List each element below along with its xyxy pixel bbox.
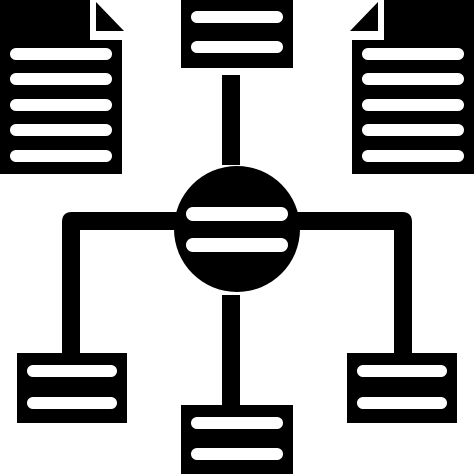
document-right bbox=[350, 0, 474, 174]
document-line bbox=[362, 99, 464, 111]
document-fold-corner bbox=[350, 2, 378, 31]
connector-top bbox=[222, 75, 240, 165]
hub-node bbox=[174, 166, 300, 292]
hub-circle bbox=[174, 166, 300, 292]
server-box-bottom-left bbox=[17, 353, 127, 423]
connector-left bbox=[62, 212, 178, 356]
connector-lines bbox=[62, 75, 412, 407]
server-line bbox=[357, 397, 447, 409]
connector-bottom bbox=[222, 295, 240, 407]
server-box-bottom-right bbox=[347, 353, 457, 423]
server-line bbox=[191, 417, 283, 429]
document-line bbox=[362, 124, 464, 136]
server-line bbox=[191, 11, 283, 23]
document-line bbox=[10, 124, 112, 136]
document-line bbox=[362, 48, 464, 60]
document-left bbox=[0, 0, 124, 174]
document-line bbox=[10, 48, 112, 60]
server-box bbox=[17, 353, 127, 423]
server-box bbox=[347, 353, 457, 423]
server-box-bottom-center bbox=[181, 405, 293, 474]
server-line bbox=[27, 397, 117, 409]
server-box bbox=[181, 0, 293, 68]
server-box bbox=[181, 405, 293, 474]
server-line bbox=[191, 448, 283, 460]
document-line bbox=[10, 73, 112, 85]
document-fold-corner bbox=[96, 2, 124, 31]
hub-line bbox=[186, 238, 288, 252]
server-line bbox=[357, 365, 447, 377]
hub-line bbox=[186, 207, 288, 221]
server-line bbox=[27, 365, 117, 377]
document-line bbox=[362, 150, 464, 162]
document-line bbox=[10, 99, 112, 111]
connector-right bbox=[296, 212, 412, 356]
server-box-top bbox=[181, 0, 293, 68]
document-line bbox=[10, 150, 112, 162]
document-line bbox=[362, 73, 464, 85]
server-line bbox=[191, 41, 283, 53]
